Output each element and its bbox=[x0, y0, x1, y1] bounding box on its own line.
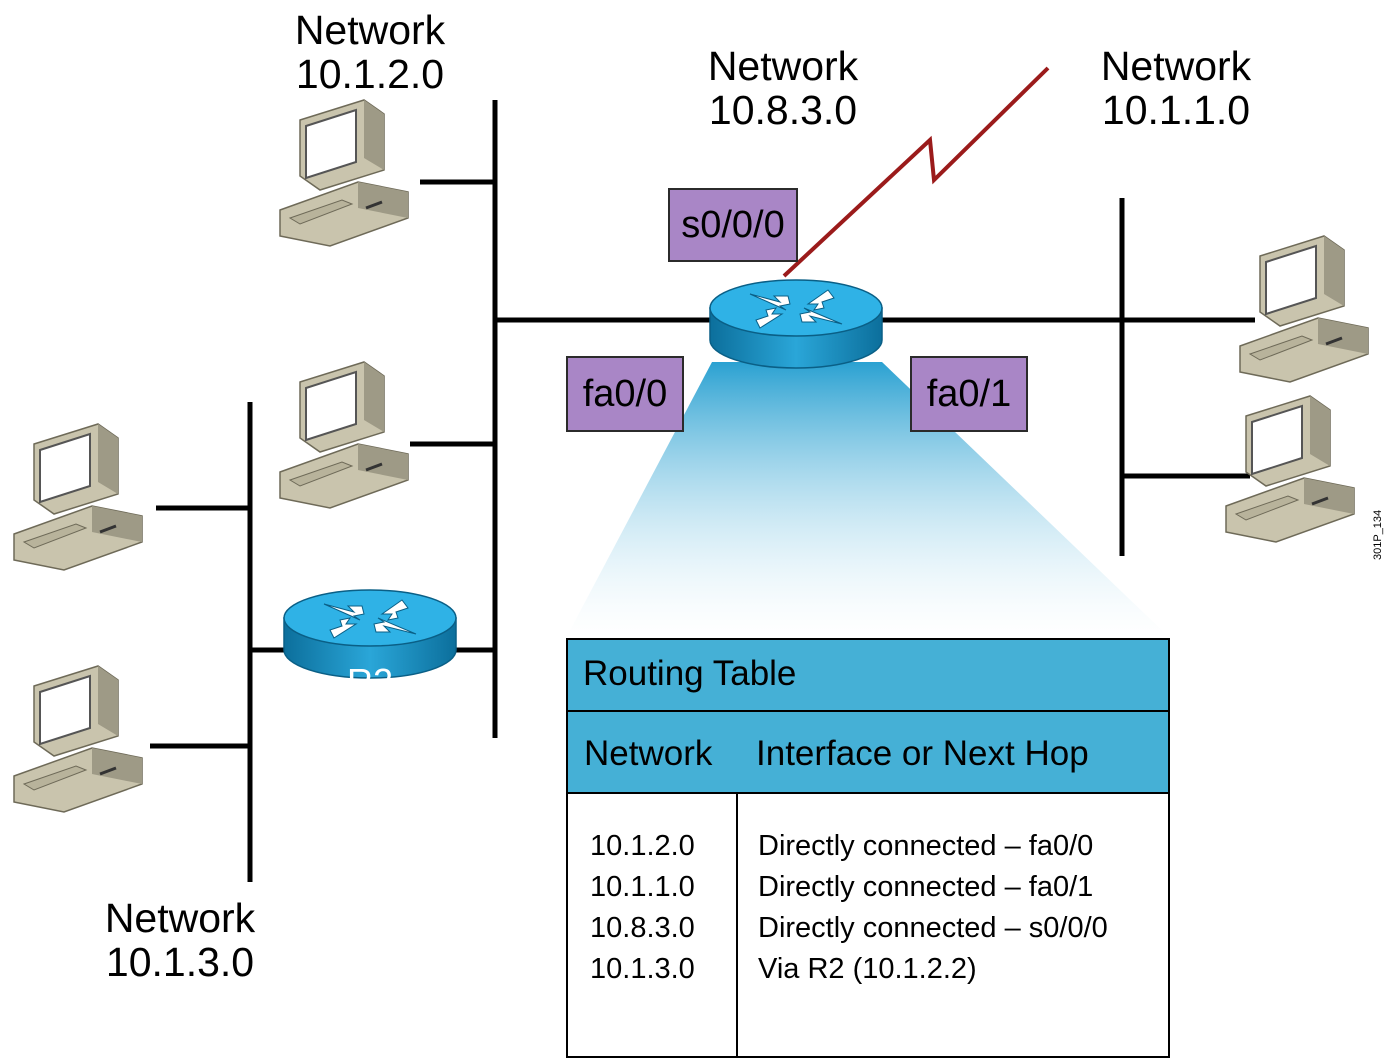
interface-tag-s0-0-0: s0/0/0 bbox=[668, 188, 798, 262]
network-column: 10.1.2.0 10.1.1.0 10.8.3.0 10.1.3.0 bbox=[590, 826, 695, 990]
routing-table-header: Network Interface or Next Hop bbox=[568, 712, 1168, 794]
network-label-10-1-3-0: Network 10.1.3.0 bbox=[80, 896, 280, 984]
serial-link bbox=[782, 66, 1050, 278]
hop-column: Directly connected – fa0/0 Directly conn… bbox=[758, 826, 1108, 990]
column-header-network: Network bbox=[584, 734, 713, 773]
interface-tag-fa0-1: fa0/1 bbox=[910, 356, 1028, 432]
network-segments bbox=[150, 100, 1255, 882]
interface-tag-fa0-0: fa0/0 bbox=[566, 356, 684, 432]
network-address: 10.8.3.0 bbox=[708, 87, 858, 133]
column-divider bbox=[736, 794, 738, 1056]
pc-icon bbox=[12, 422, 144, 572]
routing-table-title: Routing Table bbox=[568, 640, 1168, 712]
network-label-10-1-1-0: Network 10.1.1.0 bbox=[1076, 44, 1276, 132]
figure-id: 301P_134 bbox=[1372, 509, 1384, 560]
network-word: Network bbox=[707, 43, 859, 89]
network-word: Network bbox=[294, 7, 446, 53]
network-word: Network bbox=[1100, 43, 1252, 89]
table-cell-network: 10.1.2.0 bbox=[590, 830, 695, 862]
table-cell-hop: Directly connected – s0/0/0 bbox=[758, 912, 1108, 944]
router-r2-label: R2 bbox=[347, 661, 393, 702]
table-cell-hop: Via R2 (10.1.2.2) bbox=[758, 953, 977, 985]
table-cell-network: 10.1.3.0 bbox=[590, 953, 695, 985]
network-label-10-1-2-0: Network 10.1.2.0 bbox=[270, 8, 470, 96]
routing-table: Routing Table Network Interface or Next … bbox=[566, 638, 1170, 1058]
network-label-10-8-3-0: Network 10.8.3.0 bbox=[683, 44, 883, 132]
router-icon bbox=[709, 279, 883, 369]
table-cell-hop: Directly connected – fa0/0 bbox=[758, 830, 1094, 862]
network-address: 10.1.1.0 bbox=[1101, 87, 1251, 133]
network-address: 10.1.2.0 bbox=[295, 51, 445, 97]
table-cell-hop: Directly connected – fa0/1 bbox=[758, 871, 1094, 903]
network-word: Network bbox=[104, 895, 256, 941]
pc-icon bbox=[278, 98, 410, 248]
pc-icon bbox=[1238, 234, 1370, 384]
table-cell-network: 10.8.3.0 bbox=[590, 912, 695, 944]
table-cell-network: 10.1.1.0 bbox=[590, 871, 695, 903]
pc-icon bbox=[278, 360, 410, 510]
pc-icon bbox=[1224, 394, 1356, 544]
column-header-hop: Interface or Next Hop bbox=[756, 734, 1089, 773]
pc-icon bbox=[12, 664, 144, 814]
network-address: 10.1.3.0 bbox=[105, 939, 255, 985]
beam-projection bbox=[566, 362, 1170, 638]
